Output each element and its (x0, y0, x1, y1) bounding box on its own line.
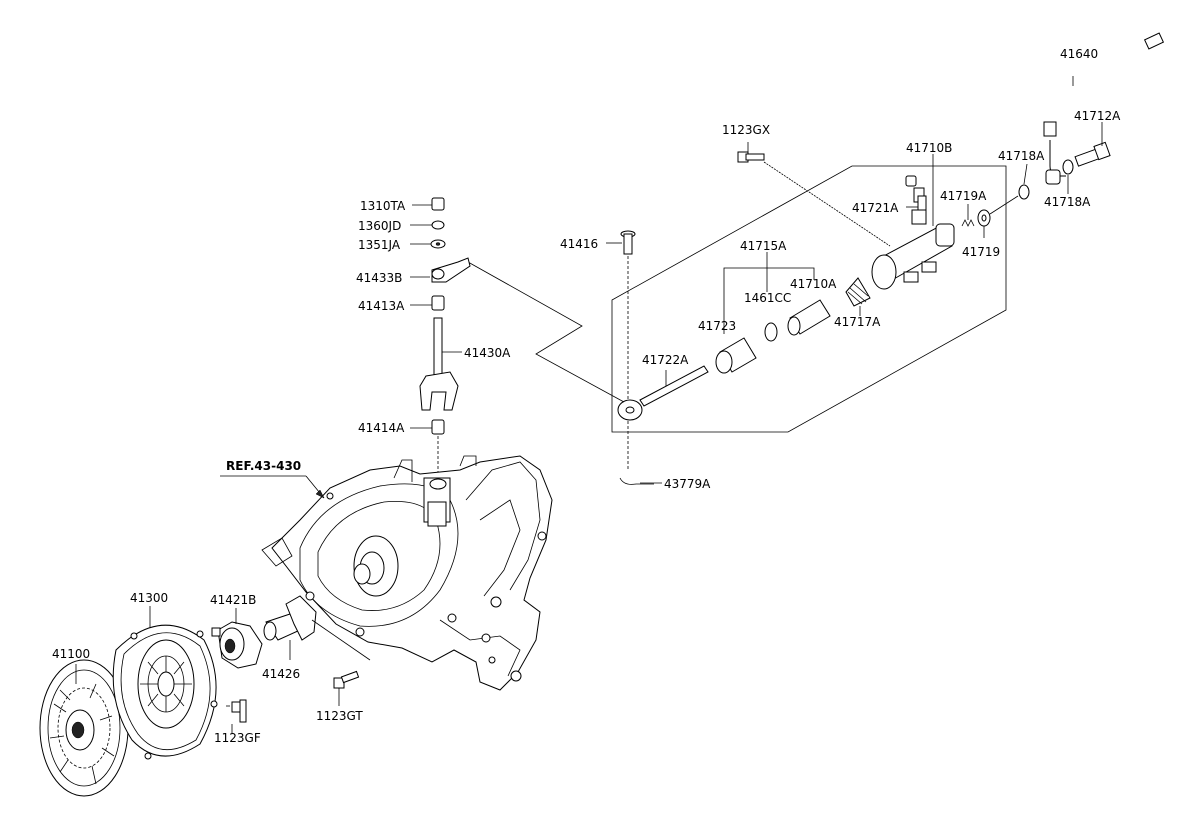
clutch-disc-41100 (39, 659, 129, 797)
label-41721A: 41721A (852, 201, 899, 215)
bolt-1123GT (333, 670, 360, 689)
label-41717A: 41717A (834, 315, 881, 329)
release-guide-41426 (263, 595, 317, 641)
piston-41710A (787, 299, 831, 336)
label-41719A: 41719A (940, 189, 987, 203)
label-1360JD: 1360JD (358, 219, 401, 233)
shaft-41430A (419, 317, 459, 411)
cotter-pin-43779A (619, 477, 654, 485)
nut-1310TA (431, 197, 445, 211)
hydraulic-pipe-41640 (1043, 32, 1165, 185)
label-41718A-top: 41718A (998, 149, 1045, 163)
label-41430A: 41430A (464, 346, 511, 360)
label-41413A: 41413A (358, 299, 405, 313)
label-41433B: 41433B (356, 271, 402, 285)
label-41719: 41719 (962, 245, 1000, 259)
label-41722A: 41722A (642, 353, 689, 367)
pressure-plate-41300 (112, 624, 218, 760)
gasket-41718A-top (1018, 184, 1030, 200)
label-1351JA: 1351JA (358, 238, 401, 252)
label-41723: 41723 (698, 319, 736, 333)
snap-ring-1461CC (764, 322, 778, 342)
gasket-41718A-bottom (1062, 159, 1074, 175)
label-1123GF: 1123GF (214, 731, 261, 745)
guide-line-fork (467, 261, 625, 403)
dust-boot-41717A (845, 277, 871, 307)
bolt-1123GX (737, 151, 765, 163)
bleeder-screw-41721A (905, 175, 927, 211)
nut-41719 (977, 209, 991, 227)
kit-bracket-41715A (723, 267, 815, 334)
cup-41723 (715, 337, 757, 374)
washer-1351JA (430, 239, 446, 249)
bushing-41414A (431, 419, 445, 435)
bolt-1123GF (231, 699, 247, 723)
pin-41416 (620, 230, 636, 255)
label-41715A: 41715A (740, 239, 787, 253)
label-41718A-bottom: 41718A (1044, 195, 1091, 209)
label-1310TA: 1310TA (360, 199, 406, 213)
label-41300: 41300 (130, 591, 168, 605)
transmission-housing (261, 455, 553, 691)
release-bearing-41421B (211, 621, 263, 669)
banjo-bolt-41712A (1074, 141, 1111, 167)
label-1461CC: 1461CC (744, 291, 791, 305)
label-1123GT: 1123GT (316, 709, 363, 723)
label-41710B: 41710B (906, 141, 952, 155)
label-1123GX: 1123GX (722, 123, 770, 137)
spring-41719A (961, 219, 975, 227)
label-41414A: 41414A (358, 421, 405, 435)
release-cylinder-41710B (871, 209, 955, 290)
lever-41433B (431, 257, 471, 283)
label-41426: 41426 (262, 667, 300, 681)
washer-1360JD (431, 220, 445, 230)
label-41100: 41100 (52, 647, 90, 661)
push-rod-41722A (617, 365, 709, 421)
bushing-41413A (431, 295, 445, 311)
label-41712A: 41712A (1074, 109, 1121, 123)
release-cylinder-group-outline (611, 165, 1007, 433)
label-41710A: 41710A (790, 277, 837, 291)
label-43779A: 43779A (664, 477, 711, 491)
label-41416: 41416 (560, 237, 598, 251)
label-41640: 41640 (1060, 47, 1098, 61)
ref-label: REF.43-430 (226, 459, 301, 473)
label-41421B: 41421B (210, 593, 256, 607)
